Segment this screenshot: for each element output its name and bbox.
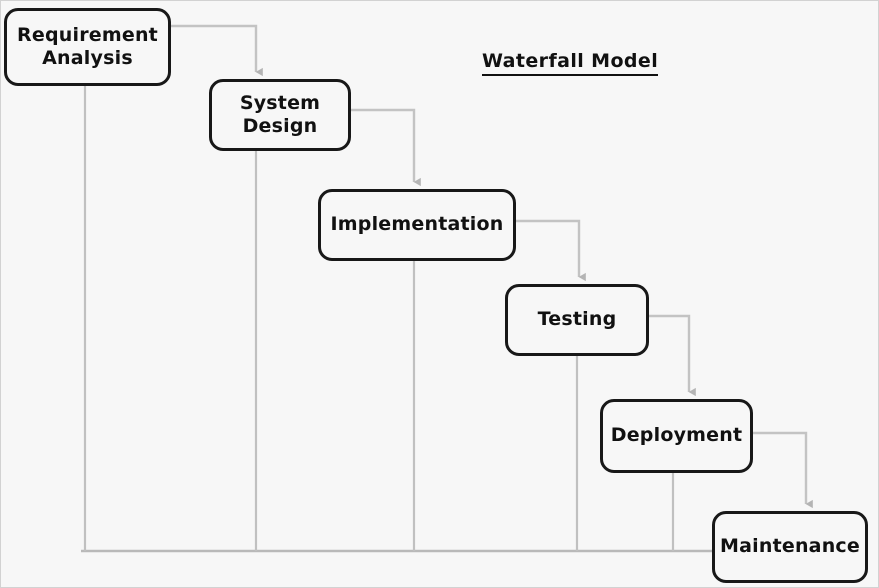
connector-deployment-to-maintenance (753, 431, 813, 509)
connector-system-design-to-implementation (351, 108, 421, 187)
stage-box-maintenance[interactable]: Maintenance (712, 511, 868, 583)
connector-requirement-analysis-to-system-design (171, 24, 263, 77)
stage-box-requirement-analysis[interactable]: Requirement Analysis (4, 8, 171, 86)
diagram-title: Waterfall Model (482, 50, 659, 76)
stage-box-deployment[interactable]: Deployment (600, 399, 753, 473)
stage-label-requirement-analysis: Requirement Analysis (17, 23, 158, 69)
stage-box-implementation[interactable]: Implementation (318, 189, 516, 261)
stage-box-system-design[interactable]: System Design (209, 79, 351, 151)
stage-label-system-design: System Design (239, 91, 321, 137)
stage-box-testing[interactable]: Testing (505, 284, 649, 356)
connector-implementation-to-testing (516, 219, 586, 282)
stage-label-testing: Testing (537, 308, 617, 331)
stage-label-implementation: Implementation (330, 213, 504, 236)
connector-testing-to-deployment (649, 314, 696, 397)
stage-label-deployment: Deployment (610, 424, 743, 447)
stage-label-maintenance: Maintenance (720, 535, 860, 558)
